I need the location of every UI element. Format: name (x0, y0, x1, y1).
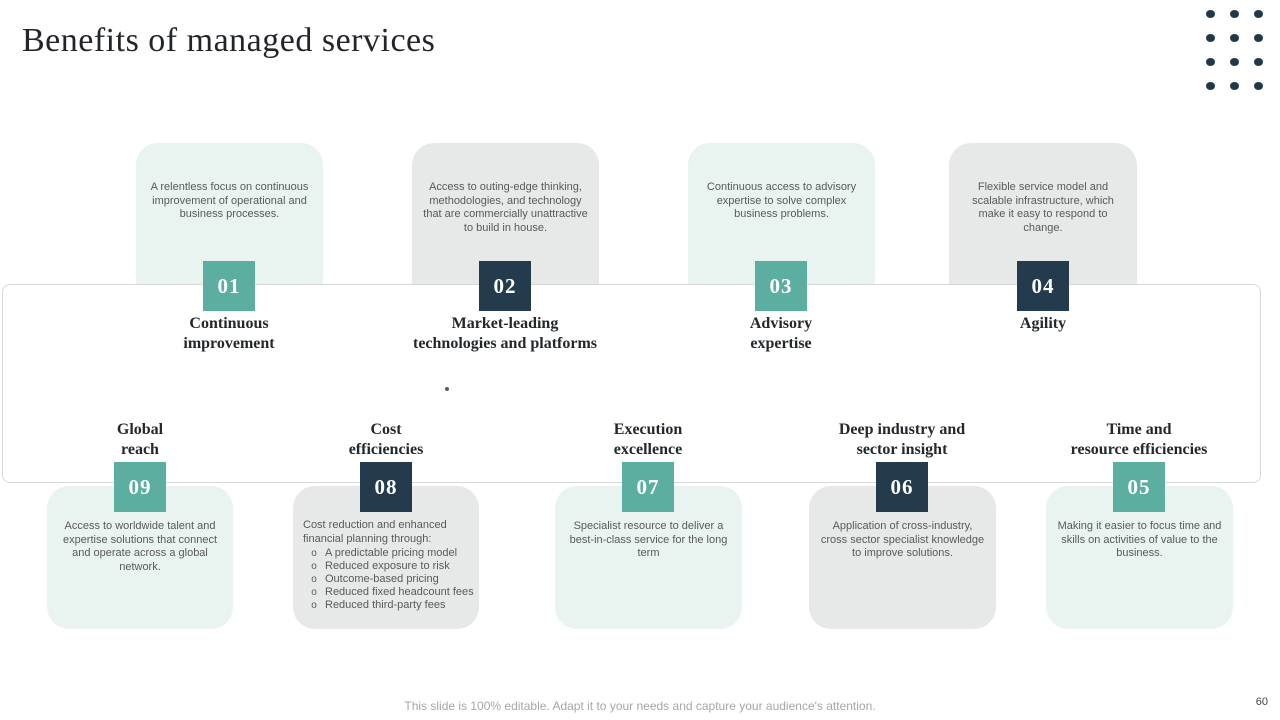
card-title-04: Agility (1019, 315, 1067, 332)
dot (1254, 10, 1263, 18)
bullet-icon: o (311, 574, 317, 585)
number-badge-04: 04 (1017, 261, 1069, 311)
card-body-07: Specialist resource to deliver a best-in… (569, 520, 728, 559)
number-badge-08: 08 (360, 462, 412, 512)
dot (1206, 10, 1215, 18)
card-title-02: Market-leading technologies and platform… (413, 315, 597, 352)
list-item: o Outcome-based pricing (303, 573, 475, 586)
dot (1254, 58, 1263, 66)
list-item: o A predictable pricing model (303, 547, 475, 560)
card-title-09: Global reach (116, 421, 164, 458)
number-badge-09: 09 (114, 462, 166, 512)
dot (1206, 82, 1215, 90)
card-title-07: Execution excellence (613, 421, 683, 458)
card-title-01: Continuous improvement (183, 315, 275, 352)
card-title-06: Deep industry and sector insight (838, 421, 966, 458)
bullet-text: Reduced fixed headcount fees (325, 586, 474, 598)
dot (1230, 82, 1239, 90)
stray-dot (445, 387, 449, 391)
bullet-text: Reduced exposure to risk (325, 560, 450, 572)
number-badge-02: 02 (479, 261, 531, 311)
list-item: o Reduced exposure to risk (303, 560, 475, 573)
number-badge-01: 01 (203, 261, 255, 311)
number-badge-07: 07 (622, 462, 674, 512)
dot (1230, 58, 1239, 66)
benefit-card-06: Application of cross-industry, cross sec… (809, 486, 996, 629)
list-item: o Reduced fixed headcount fees (303, 586, 475, 599)
bullet-icon: o (311, 561, 317, 572)
card-body-06: Application of cross-industry, cross sec… (820, 520, 985, 559)
dot (1254, 34, 1263, 42)
dot (1230, 34, 1239, 42)
card-body-05: Making it easier to focus time and skill… (1057, 520, 1222, 559)
bullet-icon: o (311, 587, 317, 598)
card-body-03: Continuous access to advisory expertise … (706, 181, 857, 220)
benefit-card-07: Specialist resource to deliver a best-in… (555, 486, 742, 629)
card-title-08: Cost efficiencies (348, 421, 424, 458)
dot (1206, 58, 1215, 66)
card-body-09: Access to worldwide talent and expertise… (62, 520, 218, 573)
number-badge-03: 03 (755, 261, 807, 311)
number-badge-05: 05 (1113, 462, 1165, 512)
card-body-02: Access to outing-edge thinking, methodol… (423, 181, 588, 234)
bullet-icon: o (311, 548, 317, 559)
footer-note: This slide is 100% editable. Adapt it to… (404, 699, 876, 713)
bullet-text: A predictable pricing model (325, 547, 458, 559)
card-title-03: Advisory expertise (749, 315, 813, 352)
card-title-05: Time and resource efficiencies (1070, 421, 1208, 458)
dot (1230, 10, 1239, 18)
page-title: Benefits of managed services (22, 22, 436, 59)
number-badge-06: 06 (876, 462, 928, 512)
list-item: o Reduced third-party fees (303, 599, 475, 612)
bullet-icon: o (311, 600, 317, 611)
center-panel (2, 284, 1261, 483)
dots-decoration (1206, 10, 1263, 90)
card-body-08-intro: Cost reduction and enhanced financial pl… (303, 519, 447, 545)
page-number: 60 (1255, 696, 1268, 708)
bullet-text: Reduced third-party fees (325, 599, 446, 611)
bullet-text: Outcome-based pricing (325, 573, 439, 585)
card-body-01: A relentless focus on continuous improve… (150, 181, 309, 220)
card-body-04: Flexible service model and scalable infr… (972, 181, 1114, 234)
dot (1206, 34, 1215, 42)
dot (1254, 82, 1263, 90)
